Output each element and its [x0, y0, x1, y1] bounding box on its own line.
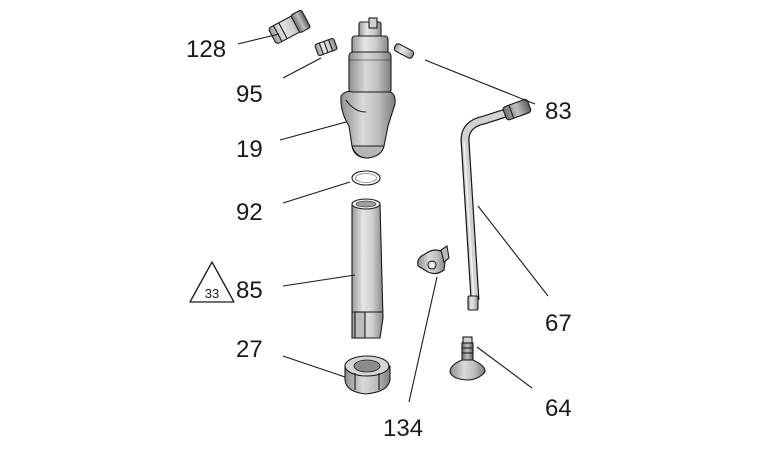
leader-85	[282, 274, 356, 287]
leader-95	[282, 57, 322, 79]
part-134-clip	[417, 245, 450, 275]
leader-128	[237, 33, 280, 45]
part-67-tube	[460, 98, 532, 311]
leader-134	[408, 276, 438, 403]
callout-27: 27	[236, 336, 263, 363]
callout-83: 83	[545, 98, 572, 125]
leader-64	[476, 346, 533, 389]
part-92-oring	[351, 170, 381, 186]
part-83-pin	[393, 43, 415, 59]
leader-67	[477, 205, 549, 297]
callout-85: 85	[236, 277, 263, 304]
part-27-nut	[344, 355, 391, 395]
callout-95: 95	[236, 81, 263, 108]
callout-64: 64	[545, 395, 572, 422]
callout-67: 67	[545, 310, 572, 337]
leader-19	[279, 121, 347, 141]
part-95-nipple	[314, 37, 338, 57]
part-64-valve	[449, 336, 486, 381]
leader-27	[282, 355, 346, 378]
warning-triangle-icon	[189, 261, 235, 303]
callout-92: 92	[236, 199, 263, 226]
part-19-housing	[340, 17, 396, 159]
leader-lines	[237, 33, 549, 403]
callout-128: 128	[186, 36, 226, 63]
warning-triangle-badge: 33	[189, 261, 235, 303]
leader-92	[282, 181, 351, 204]
warning-badge-number: 33	[205, 286, 219, 301]
callout-19: 19	[236, 136, 263, 163]
part-128-fitting	[268, 9, 311, 44]
part-85-sleeve	[351, 198, 384, 339]
leader-83	[424, 59, 536, 105]
callout-134: 134	[383, 415, 423, 442]
